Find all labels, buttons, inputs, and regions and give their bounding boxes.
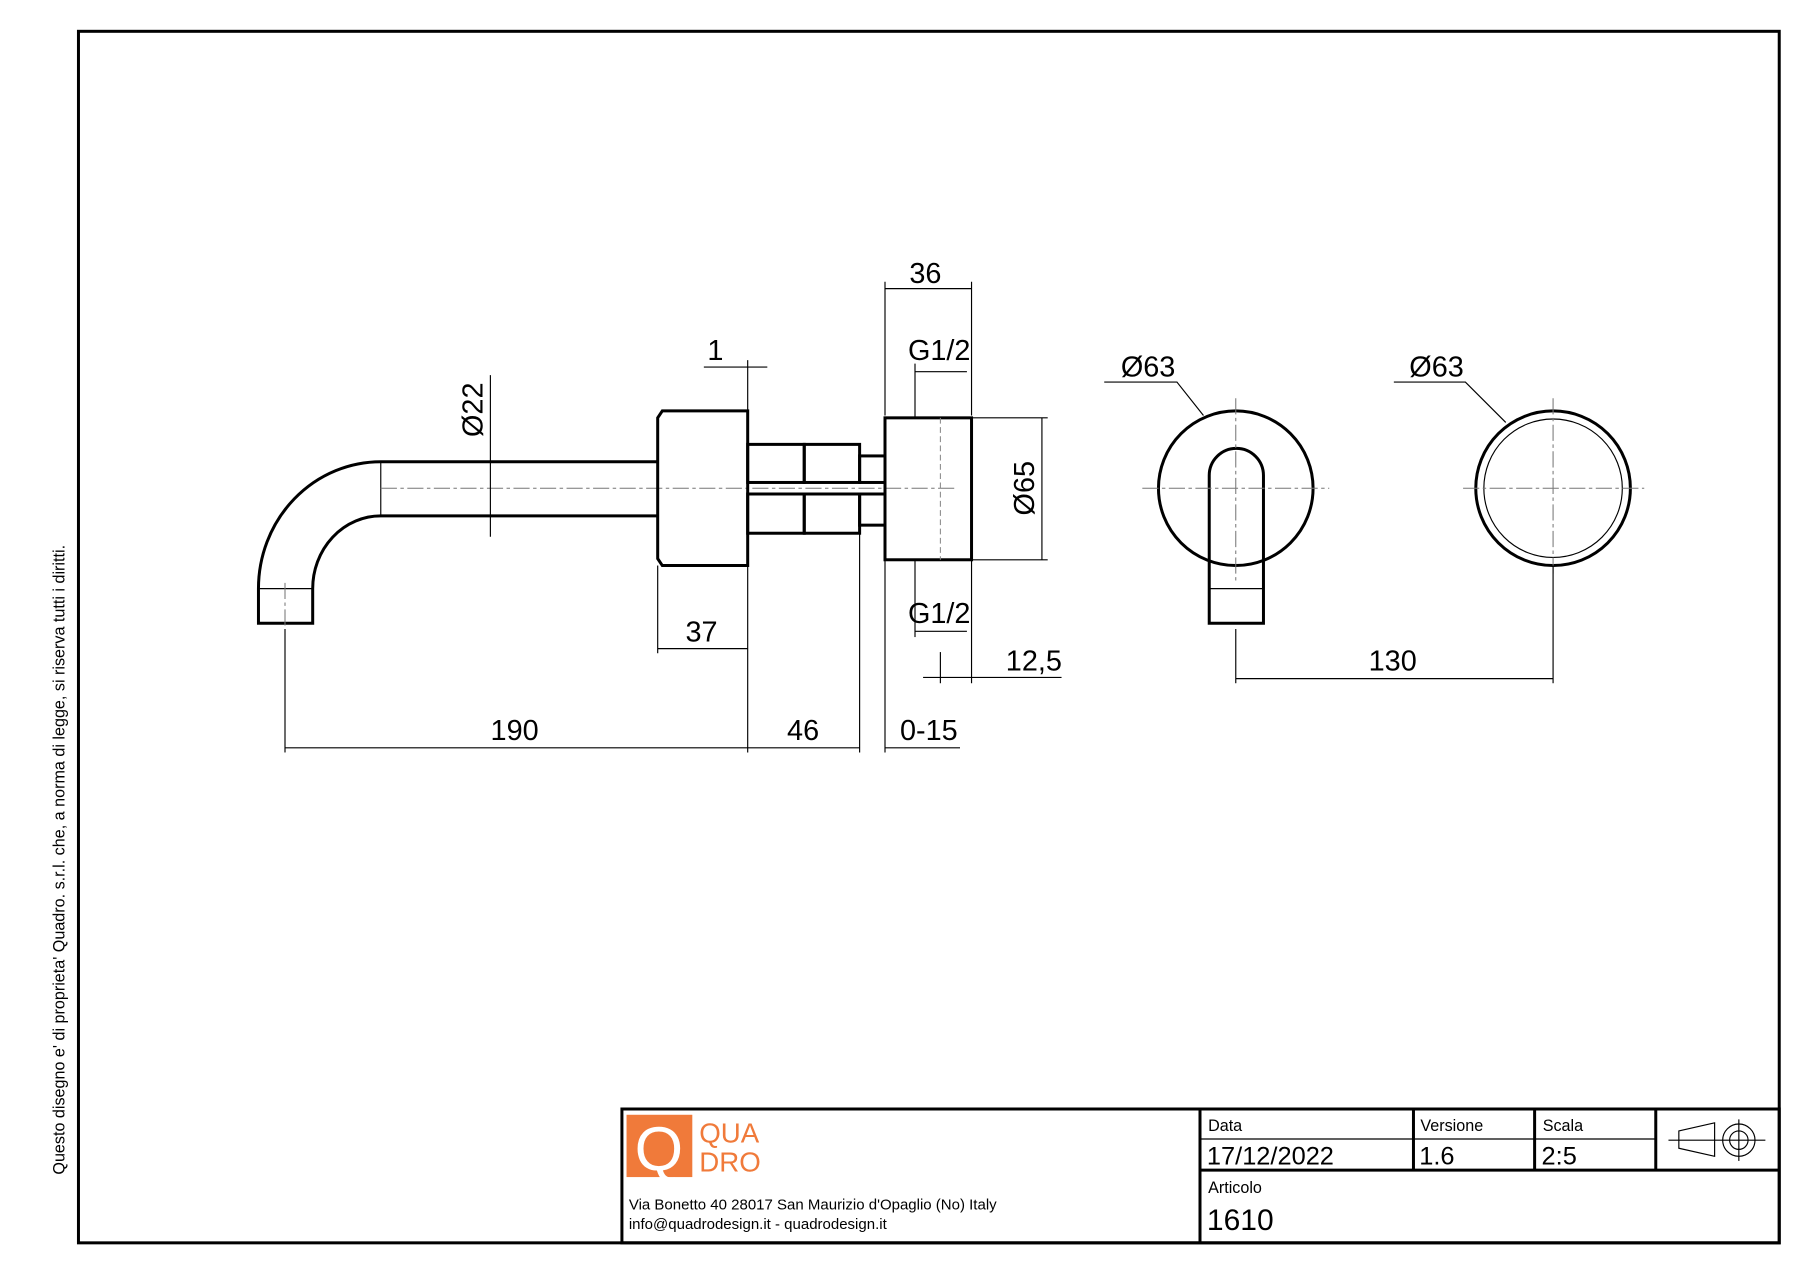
dimension-g12-top: G1/2 xyxy=(908,335,971,418)
versione-value: 1.6 xyxy=(1419,1142,1454,1170)
wall-flange xyxy=(883,416,974,562)
cover-plate-front-view xyxy=(1463,398,1645,684)
first-angle-projection-icon xyxy=(1668,1119,1766,1161)
dimension-dia63-cover: Ø63 xyxy=(1393,351,1507,423)
dimension-dia22: Ø22 xyxy=(457,375,491,537)
company-contacts: info@quadrodesign.it - quadrodesign.it xyxy=(629,1216,888,1233)
dimension-dia63-handle: Ø63 xyxy=(1104,351,1204,416)
scala-label: Scala xyxy=(1543,1117,1583,1135)
svg-text:QUA: QUA xyxy=(699,1117,760,1148)
svg-text:1: 1 xyxy=(707,335,723,367)
data-value: 17/12/2022 xyxy=(1207,1142,1334,1170)
dimension-37: 37 xyxy=(657,565,749,753)
quadro-logo: Q QUA DRO xyxy=(626,1114,761,1184)
scala-value: 2:5 xyxy=(1542,1142,1577,1170)
dimension-g12-bottom: G1/2 xyxy=(908,559,971,638)
dimension-12-5: 12,5 xyxy=(923,559,1062,684)
company-address: Via Bonetto 40 28017 San Maurizio d'Opag… xyxy=(629,1196,997,1213)
svg-text:36: 36 xyxy=(909,258,941,290)
dimension-0-15: 0-15 xyxy=(884,559,960,753)
svg-text:G1/2: G1/2 xyxy=(908,335,971,367)
data-label: Data xyxy=(1208,1117,1242,1135)
svg-text:G1/2: G1/2 xyxy=(908,598,971,630)
title-block: Q QUA DRO Via Bonetto 40 28017 San Mauri… xyxy=(620,1107,1781,1245)
dimension-dia65: Ø65 xyxy=(971,417,1048,561)
svg-text:Ø65: Ø65 xyxy=(1009,461,1041,516)
svg-text:0-15: 0-15 xyxy=(900,715,958,747)
svg-text:Ø63: Ø63 xyxy=(1121,351,1176,383)
handle-front-view xyxy=(1142,398,1330,684)
svg-text:37: 37 xyxy=(685,617,717,649)
spout xyxy=(256,460,958,629)
dimension-130: 130 xyxy=(1235,646,1554,680)
svg-text:Q: Q xyxy=(635,1115,683,1184)
articolo-label: Articolo xyxy=(1208,1179,1262,1197)
svg-text:12,5: 12,5 xyxy=(1006,646,1062,678)
dimension-1: 1 xyxy=(703,335,768,411)
dimension-190: 190 xyxy=(284,629,748,753)
svg-text:Ø22: Ø22 xyxy=(457,383,489,438)
svg-text:DRO: DRO xyxy=(699,1146,761,1177)
copyright-note: Questo disegno e' di proprieta' Quadro. … xyxy=(51,545,69,1175)
dimension-46: 46 xyxy=(747,533,861,753)
articolo-value: 1610 xyxy=(1207,1204,1274,1237)
svg-text:46: 46 xyxy=(787,715,819,747)
versione-label: Versione xyxy=(1420,1117,1483,1135)
valve-body xyxy=(746,442,887,535)
svg-text:Ø63: Ø63 xyxy=(1409,351,1464,383)
svg-text:190: 190 xyxy=(491,715,539,747)
svg-text:130: 130 xyxy=(1369,646,1417,678)
sheet-border xyxy=(76,29,1781,1245)
dimension-36: 36 xyxy=(884,258,973,416)
